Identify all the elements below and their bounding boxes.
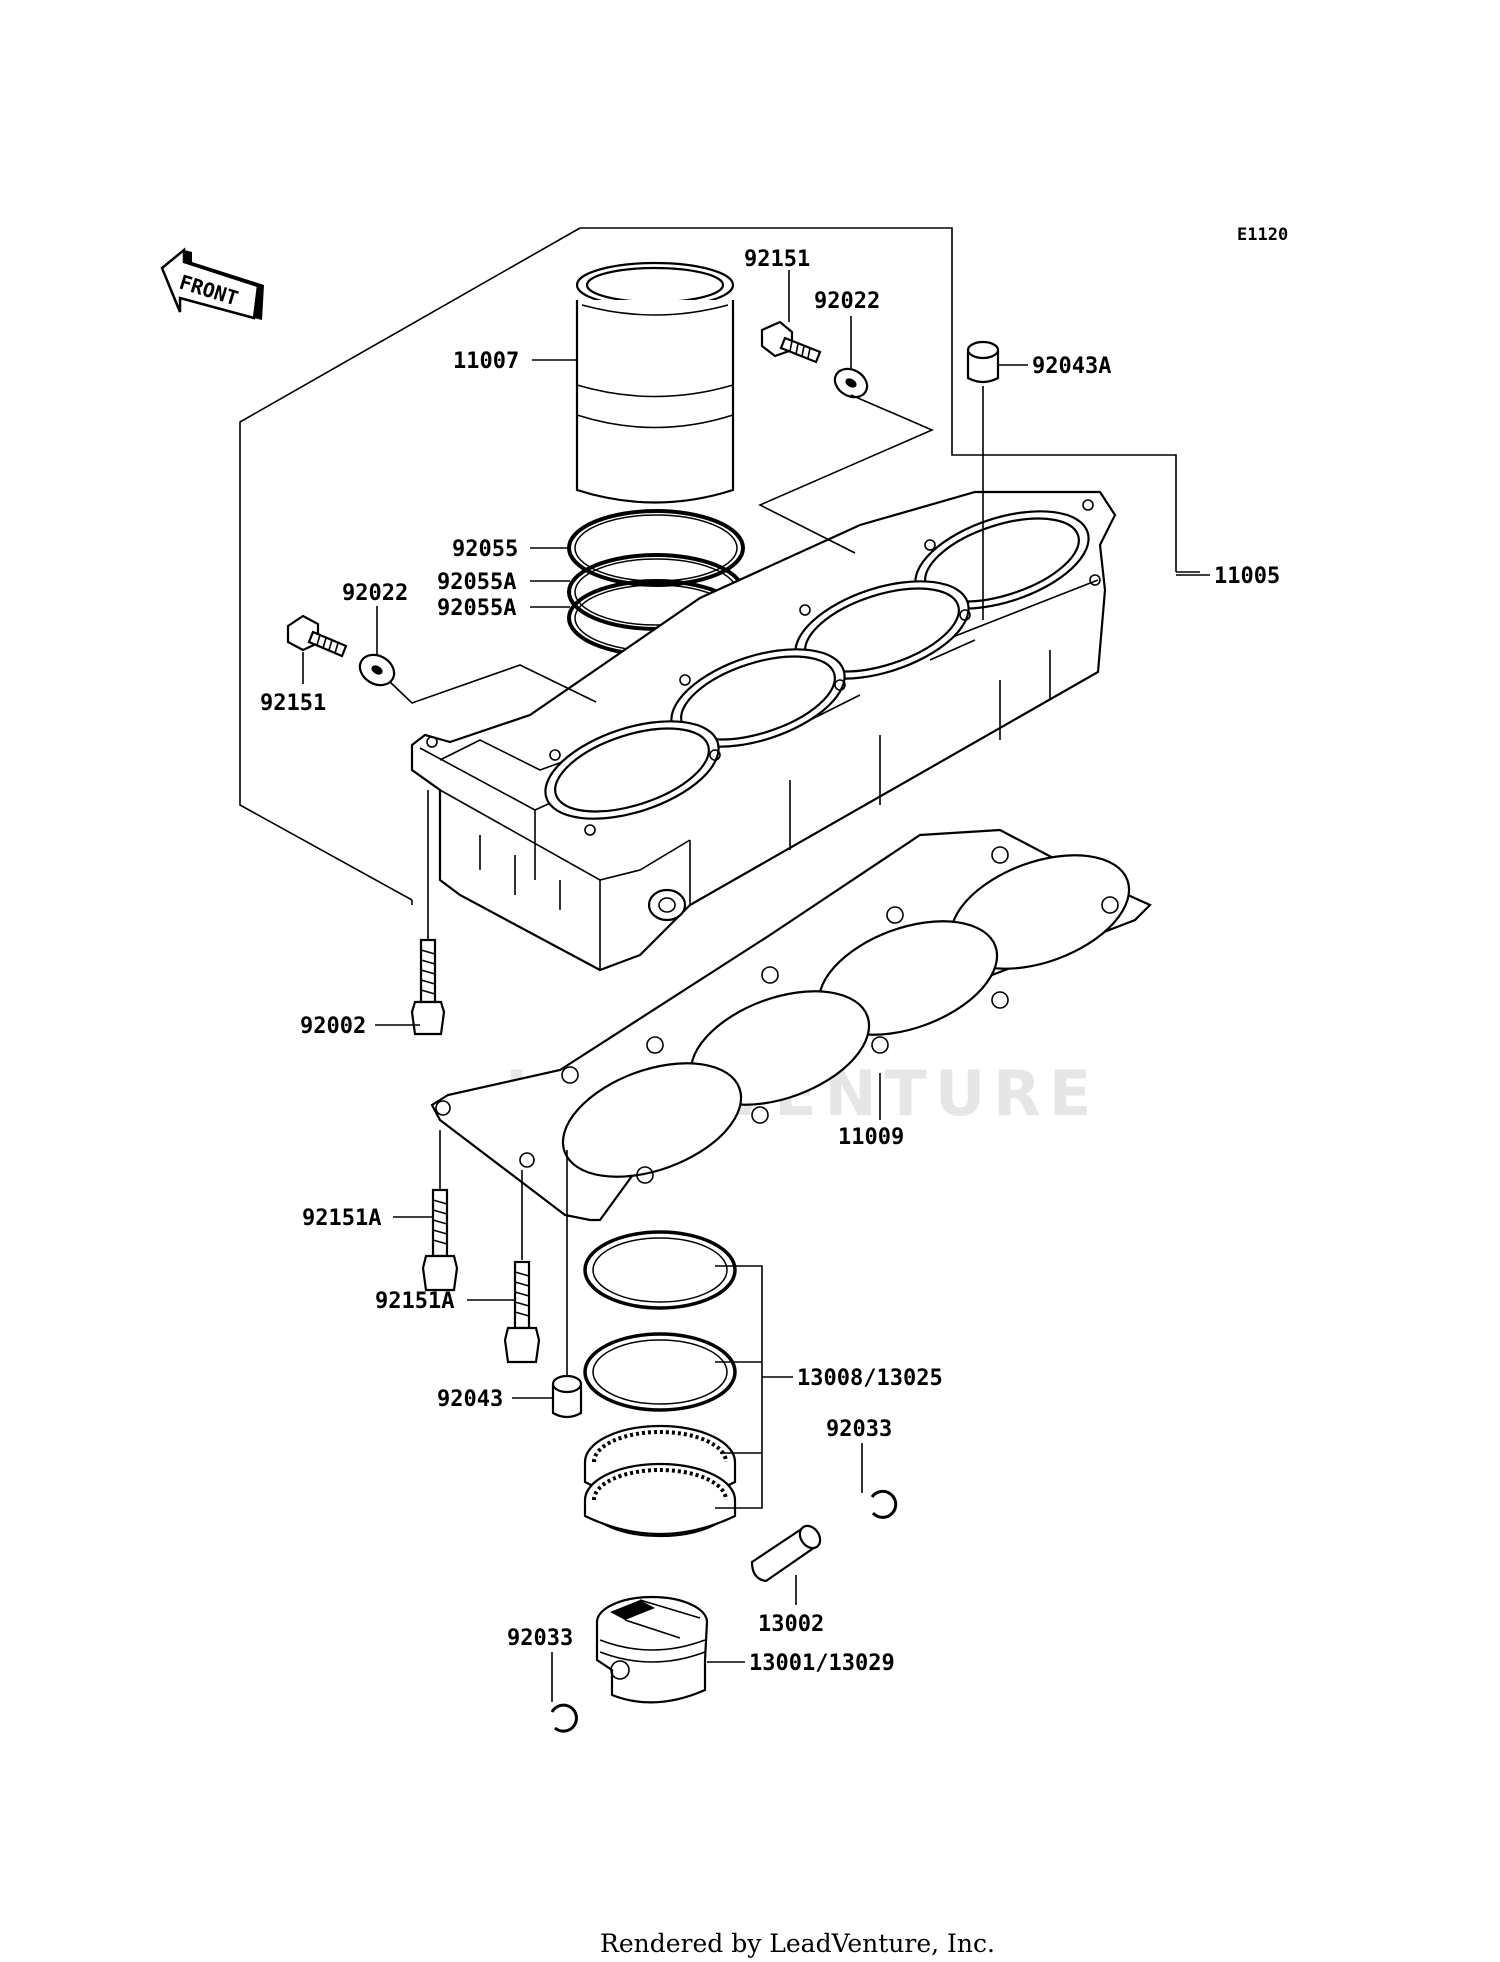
leader-bracket-rings [715, 1265, 763, 1509]
washer-92022-left [358, 653, 396, 687]
footer-credit: Rendered by LeadVenture, Inc. [600, 1929, 995, 1958]
label-92055A-2: 92055A [437, 596, 516, 621]
label-92151A-2: 92151A [375, 1289, 454, 1314]
label-92043: 92043 [437, 1387, 503, 1412]
circlip-92033-left [550, 1652, 578, 1733]
bolt-92151-left [286, 614, 348, 658]
label-92002: 92002 [300, 1014, 366, 1039]
label-13001-13029: 13001/13029 [749, 1651, 895, 1676]
diagram-code: E1120 [1237, 225, 1288, 245]
dowel-92043 [551, 1150, 583, 1419]
head-gasket [430, 828, 1152, 1222]
washer-92022-top [833, 367, 869, 399]
circlip-92033-right [861, 1443, 898, 1519]
leader-92022-left [389, 664, 597, 704]
label-92055A-1: 92055A [437, 570, 516, 595]
label-92022-left: 92022 [342, 581, 408, 606]
cylinder-block [410, 490, 1117, 972]
label-92033-right: 92033 [826, 1417, 892, 1442]
group-frame-outline [580, 227, 1177, 572]
piston-pin [750, 1524, 822, 1605]
label-92055: 92055 [452, 537, 518, 562]
label-92043A: 92043A [1032, 354, 1111, 379]
piston [595, 1595, 709, 1704]
dowel-92043A [966, 340, 1000, 384]
cylinder-sleeve [575, 261, 735, 504]
label-13002: 13002 [758, 1612, 824, 1637]
label-11007: 11007 [453, 349, 519, 374]
bolt-92151A-1 [421, 1130, 459, 1292]
label-92033-left: 92033 [507, 1626, 573, 1651]
label-92151-left: 92151 [260, 691, 326, 716]
label-11009: 11009 [838, 1125, 904, 1150]
bolt-92151A-2 [503, 1170, 541, 1364]
label-92022-top: 92022 [814, 289, 880, 314]
front-arrow-icon: FRONT [160, 247, 264, 320]
piston-rings [583, 1230, 737, 1538]
label-11005: 11005 [1214, 564, 1280, 589]
label-92151A-1: 92151A [302, 1206, 381, 1231]
bolt-92151-top [760, 320, 822, 364]
leader-92022-top [758, 394, 935, 554]
label-92151-top: 92151 [744, 247, 810, 272]
label-13008-13025: 13008/13025 [797, 1366, 943, 1391]
bolt-92002 [410, 790, 446, 1036]
group-frame-left [239, 227, 581, 901]
